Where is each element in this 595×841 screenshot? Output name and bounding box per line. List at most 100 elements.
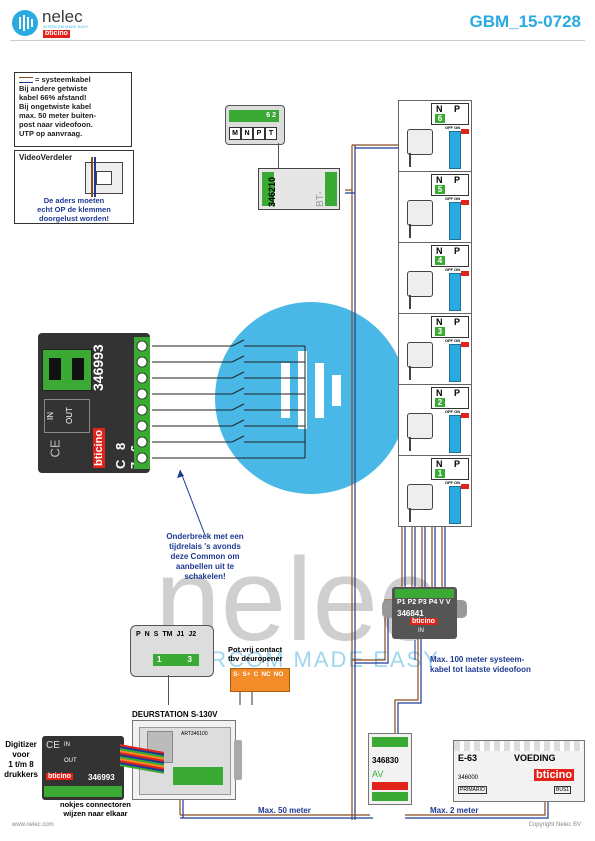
digitizer-ce: CE — [46, 740, 60, 751]
nelec-logo-icon — [12, 10, 38, 36]
monitor-id: 1 — [435, 469, 445, 478]
relay-terminal-m: M — [229, 127, 241, 140]
monitor-terminals — [449, 486, 461, 524]
monitor-handset — [407, 271, 433, 297]
monitor-n-label: N — [436, 388, 443, 398]
monitor-np-box: N P 5 — [431, 174, 469, 196]
distributor-in: IN — [418, 628, 424, 634]
monitor-id: 4 — [435, 256, 445, 265]
contact-label: Pot.vrij contact tbv deuropener — [228, 645, 283, 663]
monitor-switch — [461, 200, 469, 205]
digitizer-346993: CE IN OUT bticino 346993 — [42, 736, 124, 800]
brand-name: nelec — [42, 7, 83, 26]
monitor-off-on: OFF ON — [445, 338, 461, 343]
monitor-off-on: OFF ON — [445, 125, 461, 130]
interface-screws — [136, 340, 148, 464]
legend-line-6: UTP op aanvraag. — [19, 129, 83, 138]
digitizer-code: 346993 — [88, 773, 115, 782]
interface-in-out: IN OUT — [44, 399, 90, 433]
relay-module-346210: 346210 BT-Rel — [258, 168, 340, 210]
monitor-np-box: N P 6 — [431, 103, 469, 125]
monitor-off-on: OFF ON — [445, 196, 461, 201]
video-splitter-box: VideoVerdeler De aders moeten echt OP de… — [14, 150, 134, 224]
monitor-terminals — [449, 415, 461, 453]
video-splitter-note-2: doorgelust worden! — [39, 214, 109, 223]
monitor-np-box: N P 2 — [431, 387, 469, 409]
psu-sub-code: 346000 — [458, 775, 479, 781]
monitor-terminals — [449, 344, 461, 382]
digitizer-brand: bticino — [46, 773, 73, 780]
relay-terminal-t: T — [265, 127, 277, 140]
psu-code: E-63 — [458, 753, 478, 763]
relay-terminal-n: N — [241, 127, 253, 140]
legend-line-1: Bij andere getwiste — [19, 84, 88, 93]
monitor-cord — [409, 437, 411, 451]
monitor-n-label: N — [436, 104, 443, 114]
document-code: GBM_15-0728 — [469, 12, 581, 31]
monitor-unit: N P 6 OFF ON — [398, 100, 472, 172]
monitor-switch — [461, 271, 469, 276]
legend-line-0: = systeemkabel — [35, 75, 91, 84]
monitor-cord — [409, 295, 411, 309]
monitor-switch — [461, 484, 469, 489]
sub-brand: bticino — [43, 30, 70, 38]
max-50-note: Max. 50 meter — [258, 806, 311, 815]
video-splitter-device — [85, 157, 123, 197]
monitor-switch — [461, 342, 469, 347]
monitor-cord — [409, 224, 411, 238]
monitor-cord — [409, 508, 411, 522]
monitor-np-box: N P 3 — [431, 316, 469, 338]
monitor-switch — [461, 129, 469, 134]
monitor-cord — [409, 153, 411, 167]
power-supply-av: AV — [372, 769, 384, 779]
legend-line-3: Bij ongetwiste kabel — [19, 102, 92, 111]
monitor-n-label: N — [436, 459, 443, 469]
video-splitter-note-1: echt OP de klemmen — [37, 205, 111, 214]
monitor-handset — [407, 342, 433, 368]
psu-primary: PRIMARIO — [458, 786, 487, 794]
note-arrow — [179, 469, 206, 536]
monitor-unit: N P 4 OFF ON — [398, 242, 472, 314]
legend-box: = systeemkabel Bij andere getwiste kabel… — [14, 72, 132, 147]
relay-terminal-p: P — [253, 127, 265, 140]
distributor-code: 346841 — [397, 609, 424, 618]
monitor-unit: N P 3 OFF ON — [398, 313, 472, 385]
interface-module-346993: IN OUT CE 346993 C 8 7 6 5 4 3 2 1 btici… — [38, 333, 188, 473]
monitor-n-label: N — [436, 246, 443, 256]
footer-copyright: Copyright Nelec BV — [528, 822, 581, 828]
ce-mark: CE — [47, 439, 63, 458]
interface-code: 346993 — [90, 344, 106, 391]
header-divider — [10, 40, 585, 41]
monitor-p-label: P — [454, 388, 461, 398]
digitizer-label: Digitizer voor 1 t/m 8 drukkers — [4, 740, 38, 779]
nelec-logo: nelec INTERCOM MADE EASY bticino — [12, 7, 92, 38]
monitor-off-on: OFF ON — [445, 480, 461, 485]
monitor-p-label: P — [454, 104, 461, 114]
relay-terminal-zoom: 6 2 M N P T — [225, 105, 285, 145]
monitor-id: 6 — [435, 114, 445, 123]
monitor-id: 5 — [435, 185, 445, 194]
legend-line-2: kabel 66% afstand! — [19, 93, 87, 102]
max-2-note: Max. 2 meter — [430, 806, 479, 815]
interface-brand: bticino — [93, 427, 105, 468]
video-splitter-title: VideoVerdeler — [19, 153, 73, 162]
brand-tagline: INTERCOM MADE EASY — [43, 25, 89, 29]
monitor-handset — [407, 200, 433, 226]
psu-e63: E-63 VOEDING 346000 bticino PRIMARIO BUS… — [453, 740, 585, 802]
digitizer-note: nokjes connectoren wijzen naar elkaar — [60, 800, 131, 818]
legend-line-5: post naar videofoon. — [19, 120, 93, 129]
monitor-np-box: N P 4 — [431, 245, 469, 267]
monitor-handset — [407, 129, 433, 155]
monitor-handset — [407, 484, 433, 510]
monitor-handset — [407, 413, 433, 439]
monitor-off-on: OFF ON — [445, 409, 461, 414]
monitor-p-label: P — [454, 459, 461, 469]
watermark-circle — [215, 302, 407, 494]
monitor-p-label: P — [454, 317, 461, 327]
footer-website: www.nelec.com — [12, 822, 54, 828]
distributor-brand: bticino — [410, 618, 437, 625]
